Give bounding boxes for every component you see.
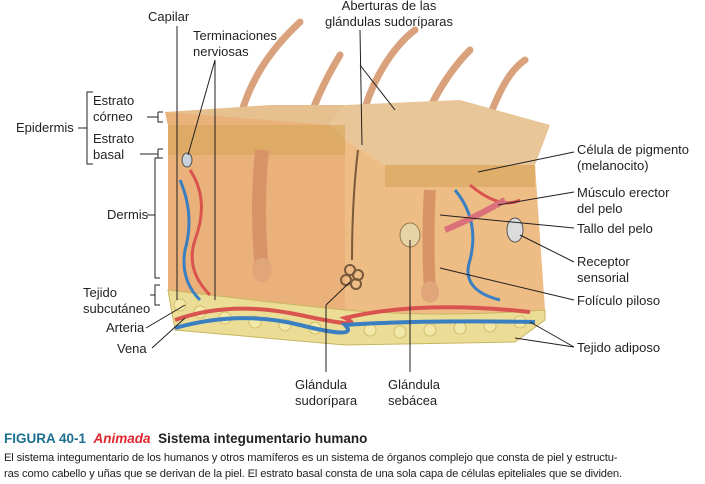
capillary-blue: [178, 179, 202, 302]
caption-line: ras como cabello y uñas que se derivan d…: [4, 468, 622, 480]
label-glandula-sudoripara: Glándula sudorípara: [295, 377, 357, 409]
epidermis-top-right: [330, 100, 550, 165]
sweat-gland: [340, 149, 364, 290]
label-estrato-basal: Estrato basal: [93, 131, 134, 163]
skin-cross-section-illustration: [78, 18, 575, 372]
arrector-muscle: [443, 197, 507, 233]
label-dermis: Dermis: [107, 207, 149, 222]
label-vena: Vena: [117, 341, 147, 356]
epidermis-layer-right: [385, 165, 535, 187]
figure-number: FIGURA 40-1: [4, 431, 87, 446]
label-line: córneo: [93, 109, 133, 124]
caption-line: El sistema integumentario de los humanos…: [4, 452, 618, 464]
label-glandula-sebacea: Glándula sebácea: [388, 377, 440, 409]
label-receptor-sensorial: Receptor sensorial: [577, 254, 630, 286]
label-estrato-corneo: Estrato córneo: [93, 93, 134, 125]
figure-caption-body: El sistema integumentario de los humanos…: [4, 450, 704, 482]
label-line: Estrato: [93, 93, 135, 108]
label-tejido-subcutaneo: Tejido subcutáneo: [83, 285, 150, 317]
label-line: Glándula: [295, 377, 348, 392]
label-line: glándulas sudoríparas: [325, 14, 453, 29]
label-line: Tejido: [83, 285, 117, 300]
animated-link[interactable]: Animada: [93, 431, 151, 446]
label-line: Glándula: [388, 377, 441, 392]
label-arteria: Arteria: [106, 320, 145, 335]
label-line: Receptor: [577, 254, 630, 269]
label-line: sebácea: [388, 393, 438, 408]
hair-follicle-left: [252, 149, 269, 271]
nerve-ending: [181, 152, 193, 168]
label-line: del pelo: [577, 201, 623, 216]
label-aberturas-glandulas: Aberturas de las glándulas sudoríparas: [314, 0, 464, 30]
label-celula-pigmento: Célula de pigmento (melanocito): [577, 142, 689, 174]
vein: [174, 316, 536, 335]
dermis-right-face: [345, 140, 545, 340]
label-line: nerviosas: [193, 44, 249, 59]
label-capilar: Capilar: [148, 9, 190, 24]
label-line: subcutáneo: [83, 301, 151, 316]
figure-title: Sistema integumentario humano: [158, 431, 368, 446]
label-line: Estrato: [93, 131, 135, 146]
leader-lines: [78, 26, 575, 372]
label-tejido-adiposo: Tejido adiposo: [577, 340, 661, 355]
label-line: Terminaciones: [193, 28, 277, 43]
label-line: sudorípara: [295, 393, 358, 408]
label-terminaciones-nerviosas: Terminaciones nerviosas: [193, 28, 277, 60]
label-foliculo-piloso: Folículo piloso: [577, 293, 661, 308]
label-musculo-erector: Músculo erector del pelo: [577, 185, 669, 217]
label-line: Músculo erector: [577, 185, 670, 200]
label-line: (melanocito): [577, 158, 649, 173]
figure-caption-title: FIGURA 40-1 Animada Sistema integumentar…: [4, 431, 367, 446]
label-line: basal: [93, 147, 125, 162]
label-epidermis: Epidermis: [16, 120, 74, 135]
capillary-red: [188, 169, 212, 297]
label-line: sensorial: [577, 270, 630, 285]
label-line: Célula de pigmento: [577, 142, 690, 157]
sensory-receptor: [506, 217, 524, 243]
label-line: Aberturas de las: [341, 0, 437, 13]
label-tallo-pelo: Tallo del pelo: [577, 221, 653, 236]
hair-follicle-right: [422, 189, 436, 291]
